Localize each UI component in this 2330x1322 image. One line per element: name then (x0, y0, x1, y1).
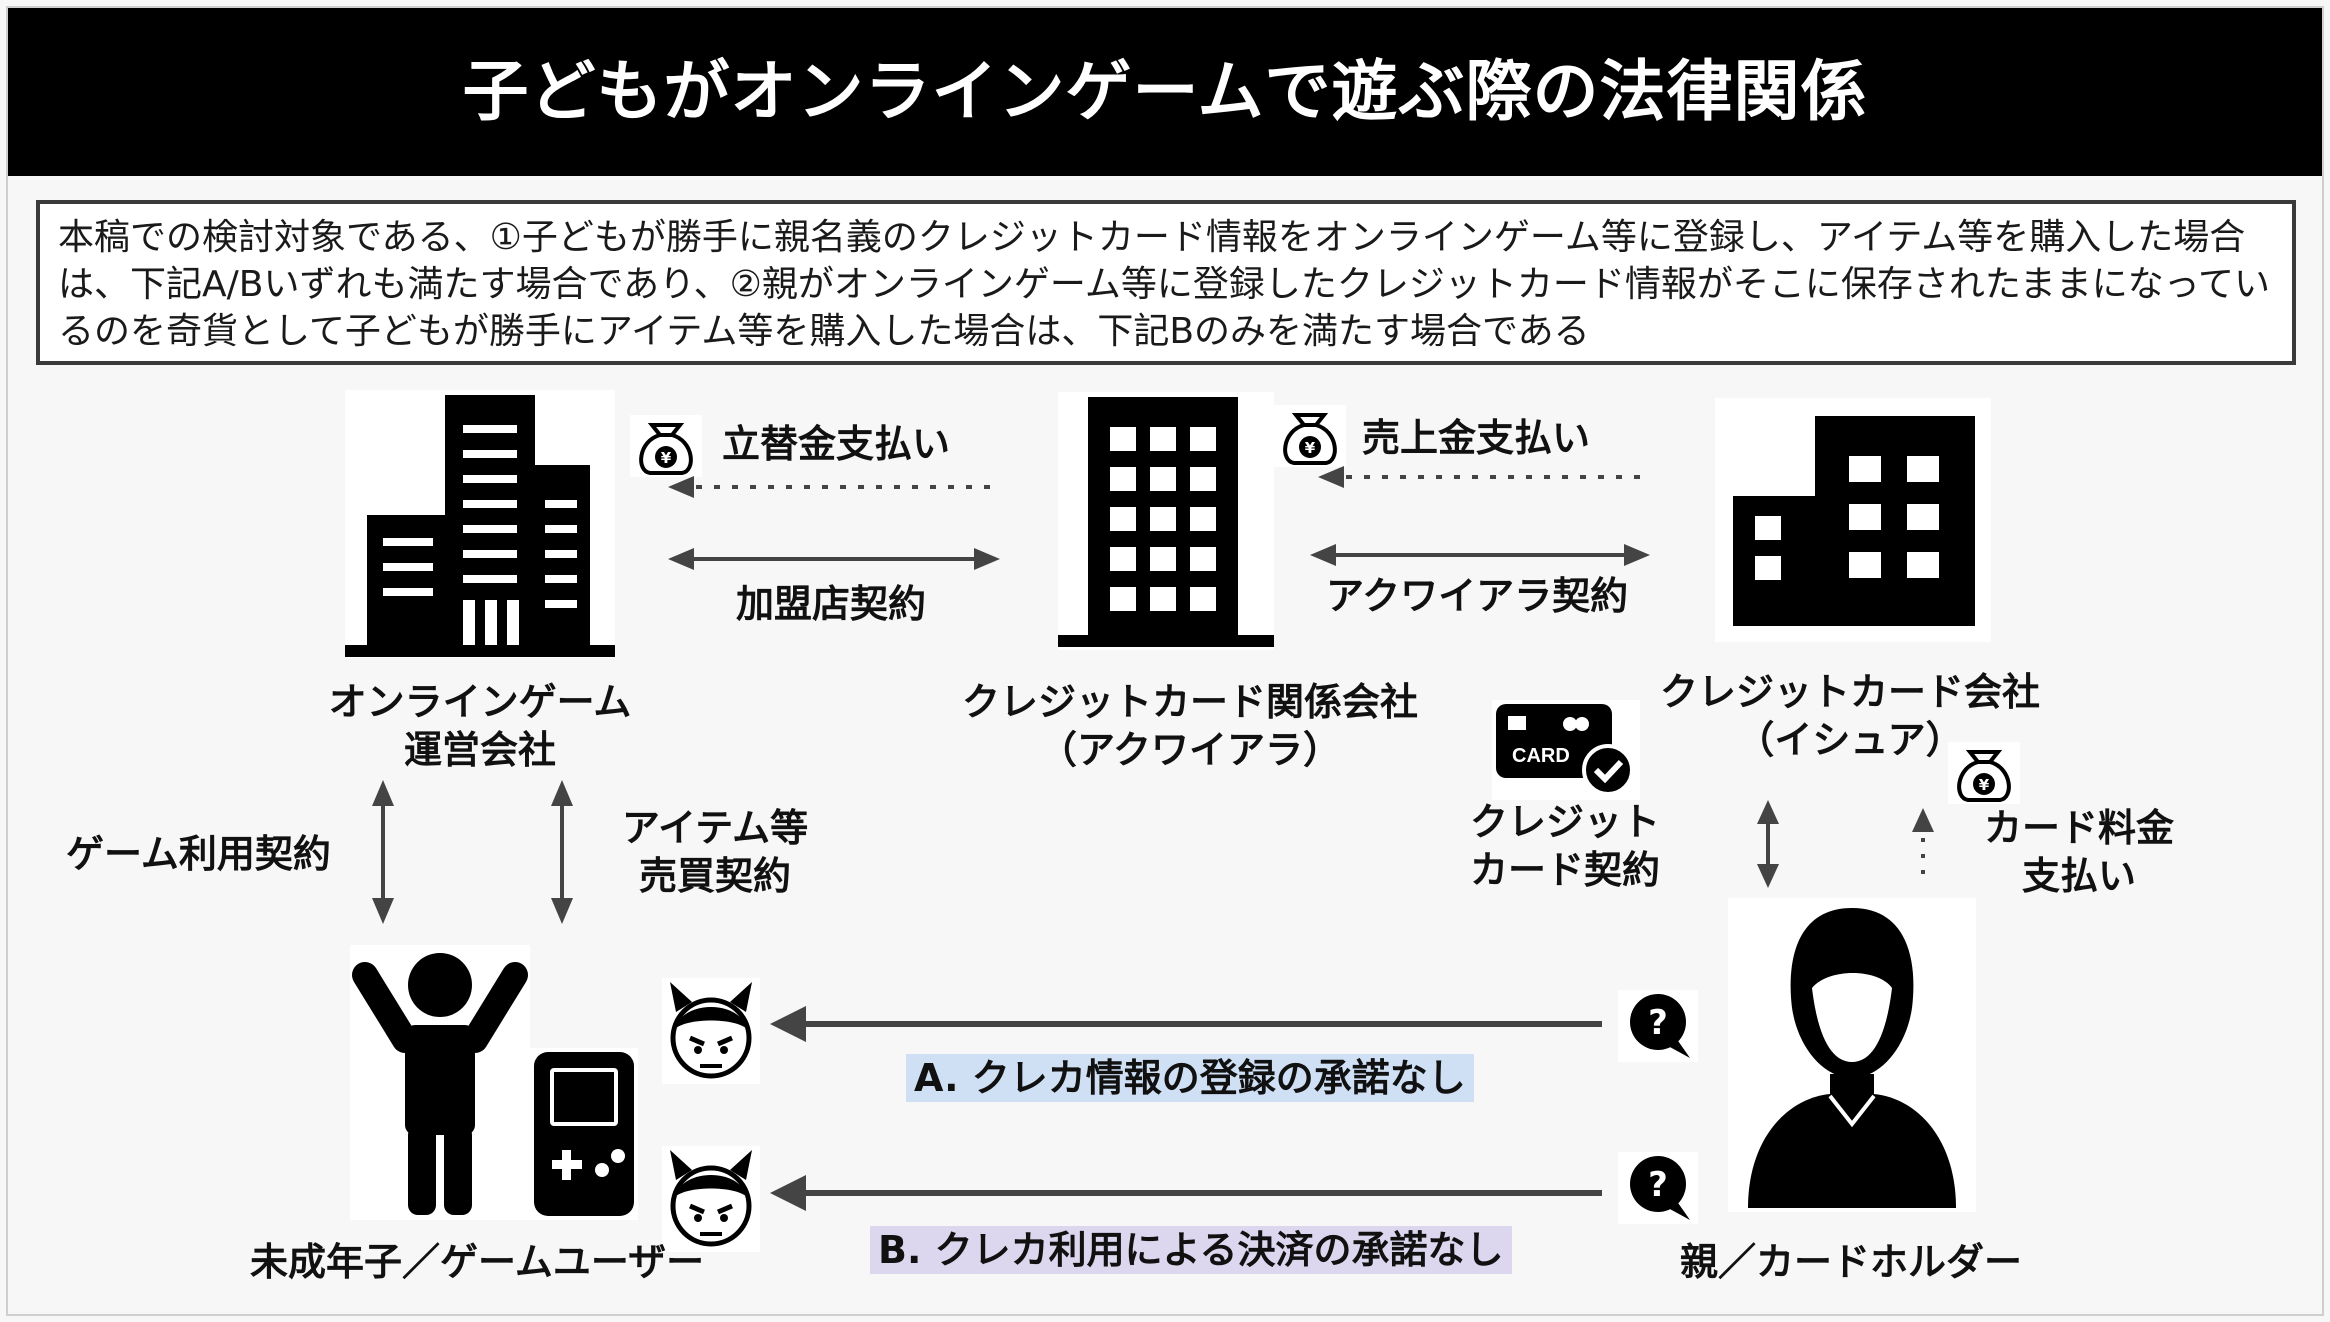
note-box: 本稿での検討対象である、①子どもが勝手に親名義のクレジットカード情報をオンライン… (36, 200, 2296, 365)
acquirer-line-1: クレジットカード関係会社 (961, 680, 1418, 724)
child-label: 未成年子／ゲームユーザー (250, 1240, 705, 1284)
credit-card-contract-line-2: カード契約 (1469, 848, 1660, 892)
game-console-icon (530, 1048, 638, 1220)
svg-text:?: ? (1648, 1165, 1668, 1205)
issuer-label: クレジットカード会社 （イシュア） (1640, 668, 2060, 764)
sales-payment-label: 売上金支払い (1362, 416, 1591, 460)
acquirer-line-2: （アクワイアラ） (1038, 728, 1342, 772)
credit-card-contract-label: クレジット カード契約 (1460, 798, 1670, 894)
issuer-line-1: クレジットカード会社 (1659, 670, 2040, 714)
oni-face-icon (662, 1146, 760, 1252)
game-operator-line-1: オンラインゲーム (328, 680, 632, 724)
item-sale-line-1: アイテム等 (621, 806, 809, 850)
issuer-line-2: （イシュア） (1736, 718, 1964, 762)
acquirer-building-icon (1058, 392, 1274, 650)
card-fee-line-1: カード料金 (1983, 806, 2174, 850)
svg-text:¥: ¥ (661, 449, 672, 467)
item-sale-line-2: 売買契約 (638, 854, 791, 898)
note-text: 本稿での検討対象である、①子どもが勝手に親名義のクレジットカード情報をオンライン… (58, 217, 2270, 352)
merchant-contract-label: 加盟店契約 (736, 582, 927, 626)
question-bubble-icon: ? (1618, 990, 1698, 1062)
page-title: 子どもがオンラインゲームで遊ぶ際の法律関係 (462, 53, 1868, 130)
game-operator-building-icon (345, 390, 615, 658)
money-bag-icon: ¥ (1274, 405, 1346, 467)
parent-label: 親／カードホルダー (1680, 1240, 2023, 1284)
money-bag-icon: ¥ (1948, 742, 2020, 804)
card-icon-text: CARD (1512, 745, 1570, 767)
child-figure-icon (350, 945, 530, 1220)
condition-a-label: A. クレカ情報の登録の承諾なし (906, 1054, 1474, 1102)
item-sale-contract-label: アイテム等 売買契約 (610, 804, 820, 900)
card-fee-payment-label: カード料金 支払い (1964, 804, 2194, 900)
card-fee-line-2: 支払い (2021, 854, 2136, 898)
svg-text:?: ? (1648, 1003, 1668, 1043)
condition-b-text: B. クレカ利用による決済の承諾なし (870, 1226, 1512, 1274)
money-bag-icon: ¥ (630, 415, 702, 477)
title-bar: 子どもがオンラインゲームで遊ぶ際の法律関係 (8, 8, 2322, 176)
acquirer-label: クレジットカード関係会社 （アクワイアラ） (950, 678, 1430, 774)
svg-text:¥: ¥ (1979, 776, 1990, 794)
credit-card-icon: CARD (1492, 700, 1640, 800)
parent-figure-icon (1728, 898, 1976, 1212)
credit-card-contract-line-1: クレジット (1469, 800, 1660, 844)
game-operator-label: オンラインゲーム 運営会社 (300, 678, 660, 774)
acquirer-contract-label: アクワイアラ契約 (1326, 574, 1629, 618)
issuer-building-icon (1715, 398, 1991, 642)
svg-text:¥: ¥ (1305, 439, 1316, 457)
question-bubble-icon: ? (1618, 1152, 1698, 1224)
game-use-contract-label: ゲーム利用契約 (66, 832, 331, 876)
condition-a-text: A. クレカ情報の登録の承諾なし (906, 1054, 1474, 1102)
advance-payment-label: 立替金支払い (722, 422, 951, 466)
condition-b-label: B. クレカ利用による決済の承諾なし (870, 1226, 1512, 1274)
game-operator-line-2: 運営会社 (403, 728, 556, 772)
oni-face-icon (662, 978, 760, 1084)
